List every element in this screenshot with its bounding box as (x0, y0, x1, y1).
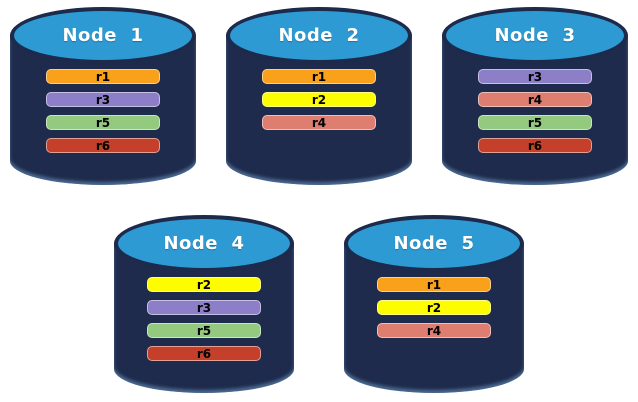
replica-bar-r6: r6 (147, 346, 261, 361)
node-row-2: Node 4 r2 r3 r5 r6 Node 5 r1 r2 r4 (0, 215, 638, 393)
replica-bar-r5: r5 (147, 323, 261, 338)
db-node-cylinder: Node 3 r3 r4 r5 r6 (442, 7, 628, 185)
replica-bar-r4: r4 (377, 323, 491, 338)
db-node-cylinder: Node 2 r1 r2 r4 (226, 7, 412, 185)
db-node-cylinder: Node 5 r1 r2 r4 (344, 215, 524, 393)
replica-bar-r5: r5 (46, 115, 160, 130)
replica-bar-r5: r5 (478, 115, 592, 130)
cylinder-top-ellipse: Node 2 (226, 7, 412, 64)
replica-list: r1 r2 r4 (226, 69, 412, 130)
replica-list: r1 r2 r4 (344, 277, 524, 338)
node-label: Node 1 (62, 25, 144, 46)
replica-bar-r3: r3 (478, 69, 592, 84)
node-label: Node 4 (163, 233, 245, 254)
node-label: Node 5 (393, 233, 475, 254)
replica-bar-r1: r1 (377, 277, 491, 292)
replica-list: r3 r4 r5 r6 (442, 69, 628, 153)
replica-list: r1 r3 r5 r6 (10, 69, 196, 153)
cylinder-top-ellipse: Node 3 (442, 7, 628, 64)
replica-bar-r2: r2 (262, 92, 376, 107)
replica-bar-r6: r6 (478, 138, 592, 153)
replica-bar-r6: r6 (46, 138, 160, 153)
cylinder-top-ellipse: Node 4 (114, 215, 294, 272)
db-node-cylinder: Node 4 r2 r3 r5 r6 (114, 215, 294, 393)
replica-bar-r3: r3 (147, 300, 261, 315)
node-label: Node 3 (494, 25, 576, 46)
replica-bar-r4: r4 (262, 115, 376, 130)
cylinder-top-ellipse: Node 1 (10, 7, 196, 64)
replica-bar-r2: r2 (377, 300, 491, 315)
replica-list: r2 r3 r5 r6 (114, 277, 294, 361)
db-node-cylinder: Node 1 r1 r3 r5 r6 (10, 7, 196, 185)
replica-bar-r2: r2 (147, 277, 261, 292)
replica-bar-r1: r1 (46, 69, 160, 84)
replica-bar-r4: r4 (478, 92, 592, 107)
replica-bar-r3: r3 (46, 92, 160, 107)
replica-bar-r1: r1 (262, 69, 376, 84)
node-label: Node 2 (278, 25, 360, 46)
cylinder-top-ellipse: Node 5 (344, 215, 524, 272)
